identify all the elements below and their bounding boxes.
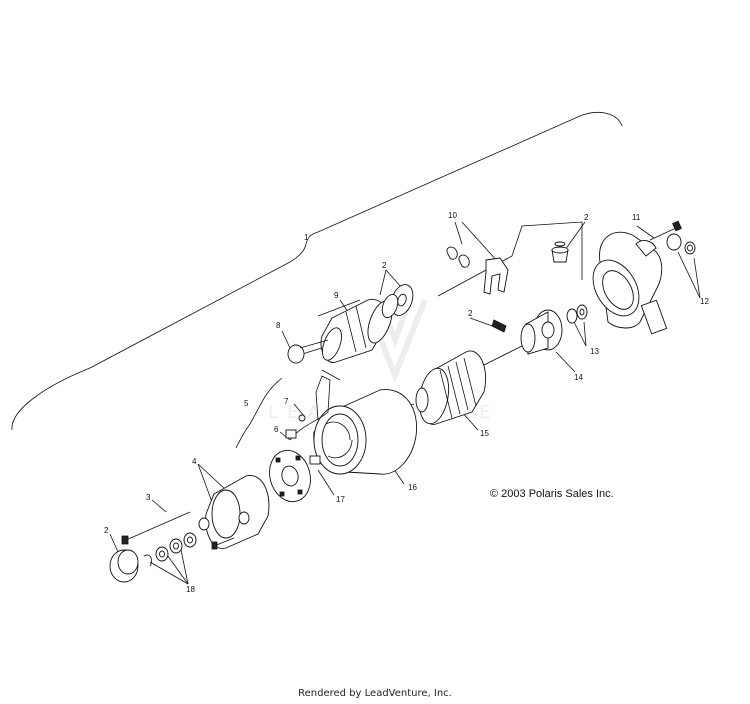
- callout-15: 15: [480, 429, 489, 438]
- lever-fork-10: [446, 246, 509, 295]
- group-bracket-5: [235, 377, 283, 449]
- washers-13: [566, 304, 588, 324]
- callout-4: 4: [192, 457, 197, 466]
- solenoid-9: [320, 298, 393, 363]
- callout-10: 10: [448, 211, 457, 220]
- callout-18: 18: [186, 585, 195, 594]
- pinion-gear-14: [520, 309, 563, 355]
- end-frame: [198, 475, 270, 549]
- callout-9: 9: [334, 291, 339, 300]
- callout-6: 6: [274, 425, 279, 434]
- callout-labels: 1 2 2 2 2 3 4 5 6 7 8 9 10 11 12 13 14 1…: [104, 211, 709, 594]
- callout-2-cap: 2: [104, 526, 109, 535]
- footer-credit: Rendered by LeadVenture, Inc.: [298, 688, 452, 699]
- field-yoke-16: [313, 389, 418, 475]
- callout-17: 17: [336, 495, 345, 504]
- callout-14: 14: [574, 373, 583, 382]
- end-cap-2: [109, 549, 139, 583]
- armature-15: [399, 345, 523, 425]
- clip-2-center: [491, 319, 507, 333]
- callout-12: 12: [700, 297, 709, 306]
- leader-lines: [109, 221, 701, 585]
- brush-lead-6-7: [285, 375, 331, 465]
- grommet-2-top: [551, 241, 569, 263]
- callout-3: 3: [146, 493, 151, 502]
- callout-13: 13: [590, 347, 599, 356]
- callout-5: 5: [244, 399, 249, 408]
- callout-11: 11: [632, 213, 641, 222]
- callout-16: 16: [408, 483, 417, 492]
- washers-18: [143, 532, 197, 567]
- callout-7: 7: [284, 397, 289, 406]
- bushing-12: [666, 233, 696, 255]
- callout-2-top: 2: [584, 213, 589, 222]
- brush-holder-17: [269, 449, 311, 503]
- callout-8: 8: [276, 321, 281, 330]
- copyright-notice: © 2003 Polaris Sales Inc.: [490, 488, 614, 500]
- callout-1: 1: [304, 233, 309, 242]
- group-bracket-1: [11, 112, 623, 431]
- through-bolt-3: [121, 511, 235, 550]
- callout-2-solenoid: 2: [382, 261, 387, 270]
- callout-2-center: 2: [468, 309, 473, 318]
- plunger-8: [287, 339, 329, 364]
- screw-11: [649, 220, 682, 241]
- plate-2-solenoid: [381, 284, 414, 318]
- drive-housing: [592, 231, 668, 335]
